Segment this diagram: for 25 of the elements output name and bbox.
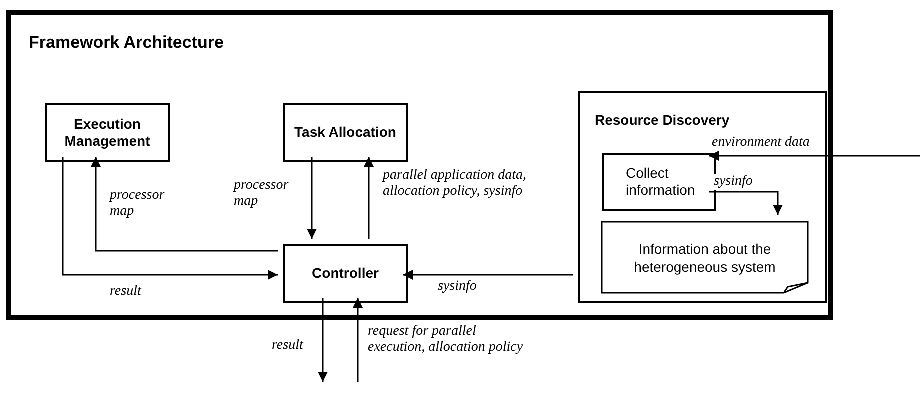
arrow [709,151,920,161]
arrow [364,157,374,239]
component-box [45,103,170,162]
arrow [403,270,573,280]
group-box [578,91,827,303]
arrow [353,298,363,382]
group-title: Framework Architecture [29,35,224,51]
arrow [91,157,278,252]
node-label: Task Allocation [294,124,396,141]
note-box [602,222,808,293]
component-box [283,103,408,162]
group-title: Resource Discovery [595,112,730,128]
component-box [283,244,408,303]
node-label: Information about the heterogeneous system [633,240,777,276]
arrow [307,157,317,239]
framework-frame [6,10,833,320]
arrow [62,157,278,280]
edge-label: sysinfo [714,174,753,190]
process-box [602,153,716,211]
node-label: Collect information [626,165,696,199]
edge-label: sysinfo [438,279,477,295]
arrow [318,298,328,382]
node-label: Execution Management [64,116,152,150]
arrow [709,191,783,215]
node-label: Controller [312,265,379,282]
